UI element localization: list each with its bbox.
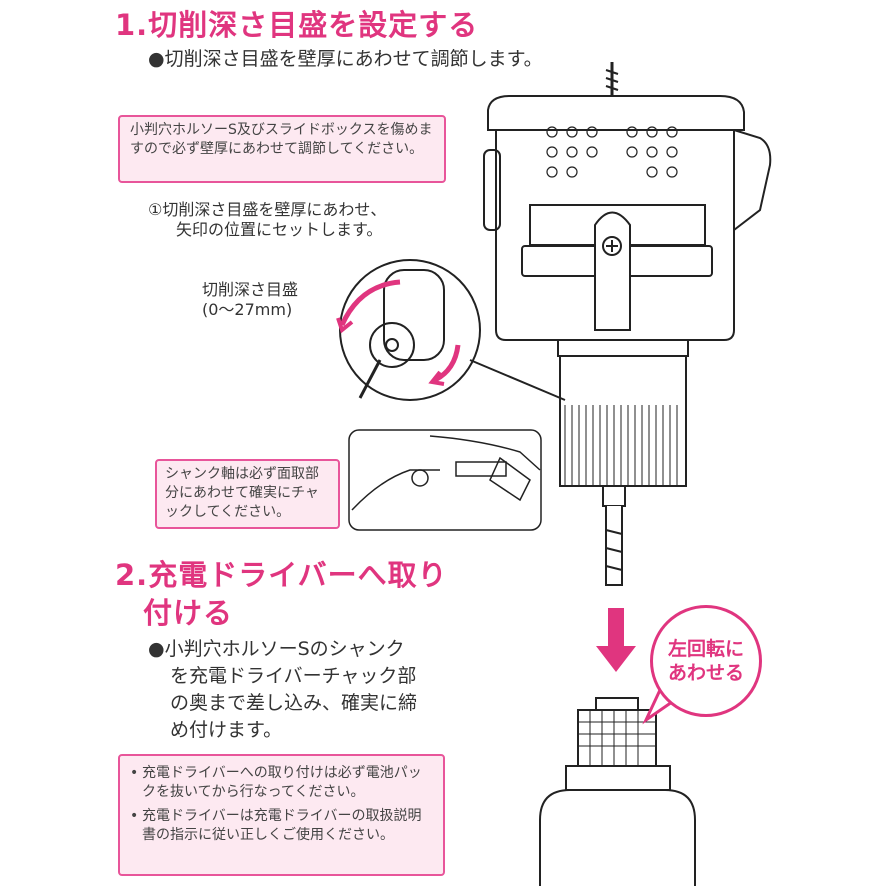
hole-saw-device-illustration xyxy=(483,62,772,586)
section2-heading-line2: 付ける xyxy=(143,596,234,630)
section1-bullet: ●切削深さ目盛を壁厚にあわせて調節します。 xyxy=(148,48,543,70)
warning-note-2-item: 充電ドライバーは充電ドライバーの取扱説明書の指示に従い正しくご使用ください。 xyxy=(130,807,433,845)
down-arrow-icon xyxy=(596,608,636,672)
dial-label-line1: 切削深さ目盛 xyxy=(202,280,299,299)
warning-note-1-text: 小判穴ホルソーS及びスライドボックスを傷めますので必ず壁厚にあわせて調節してくだ… xyxy=(130,122,433,157)
section2-heading: 2.充電ドライバーへ取り 付ける xyxy=(115,556,448,632)
shank-note: シャンク軸は必ず面取部分にあわせて確実にチャックしてください。 xyxy=(155,459,340,529)
section2-bullet-line1: ●小判穴ホルソーSのシャンク xyxy=(148,638,405,660)
bubble-line2: あわせる xyxy=(667,662,744,684)
driver-chuck-illustration xyxy=(539,697,696,886)
section2-bullet: ●小判穴ホルソーSのシャンク を充電ドライバーチャック部 の奥まで差し込み、確実… xyxy=(148,636,417,744)
section2-bullet-line2: を充電ドライバーチャック部 xyxy=(170,665,417,687)
shank-note-text: シャンク軸は必ず面取部分にあわせて確実にチャックしてください。 xyxy=(165,466,319,520)
section1-heading: 1.切削深さ目盛を設定する xyxy=(115,8,479,42)
rotation-bubble: 左回転に あわせる xyxy=(650,605,762,717)
shank-inset-illustration xyxy=(348,429,542,531)
section2-heading-line1: 2.充電ドライバーへ取り xyxy=(115,558,448,592)
step1-line2: 矢印の位置にセットします。 xyxy=(176,220,383,239)
step1-instruction: ①切削深さ目盛を壁厚にあわせ、 矢印の位置にセットします。 xyxy=(148,200,386,240)
step1-line1: ①切削深さ目盛を壁厚にあわせ、 xyxy=(148,200,387,219)
warning-note-2-item: 充電ドライバーへの取り付けは必ず電池パックを抜いてから行なってください。 xyxy=(130,764,433,802)
warning-note-1: 小判穴ホルソーS及びスライドボックスを傷めますので必ず壁厚にあわせて調節してくだ… xyxy=(118,115,446,183)
bubble-line1: 左回転に xyxy=(667,638,744,660)
warning-note-2: 充電ドライバーへの取り付けは必ず電池パックを抜いてから行なってください。 充電ド… xyxy=(118,754,445,876)
section2-bullet-line4: め付けます。 xyxy=(170,719,283,741)
dial-label-line2: (0〜27mm) xyxy=(202,300,293,319)
dial-magnifier-illustration xyxy=(336,259,566,401)
dial-label: 切削深さ目盛 (0〜27mm) xyxy=(202,280,298,320)
section2-bullet-line3: の奥まで差し込み、確実に締 xyxy=(170,692,418,714)
